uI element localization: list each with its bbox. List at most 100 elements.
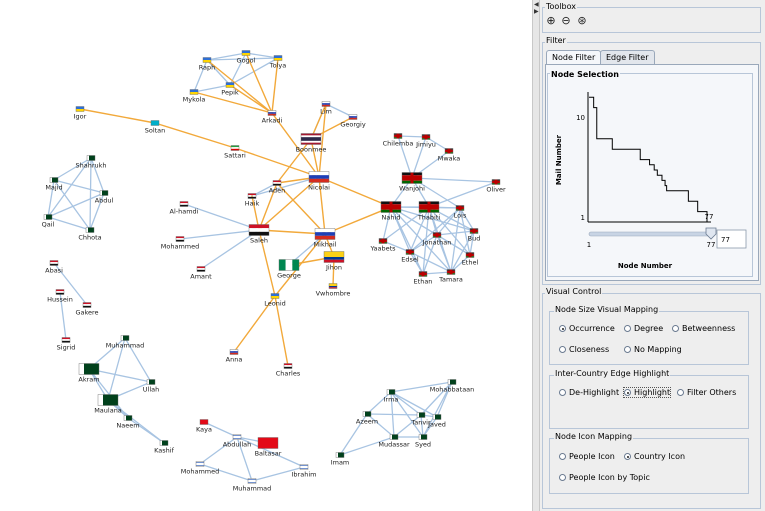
intra-country-edge-tanvir-mudassar[interactable] [393,414,422,438]
inter-country-edge-arkadi-tolya[interactable] [271,57,279,114]
node-abdul[interactable]: Abdul [95,190,114,205]
node-muhammad1[interactable]: Muhammad [106,335,145,350]
inter-country-edge-nicolai-lim[interactable] [318,103,327,178]
node-mohammed2[interactable]: Mohammed [181,461,219,476]
intra-country-edge-abdul-chhota[interactable] [89,192,105,231]
node-mykola[interactable]: Mykola [183,89,206,104]
node-nicolai[interactable]: Nicolai [308,171,330,192]
node-gogol[interactable]: Gogol [237,50,256,65]
intra-country-edge-majid-qail[interactable] [47,179,55,218]
radio-betweenness[interactable]: Betweenness [672,324,735,333]
radio-people-icon-by-topic-dot[interactable] [559,474,566,481]
node-irma[interactable]: Irma [384,389,399,404]
intra-country-edge-mohammed2-muhammad2[interactable] [199,463,253,482]
node-jimiyu[interactable]: Jimiyu [415,134,436,149]
inter-country-edge-leonid-anna[interactable] [233,295,276,353]
intra-country-edge-maulana-kashif[interactable] [107,399,165,444]
node-maulana[interactable]: Maulana [94,394,122,415]
node-nahid[interactable]: Nahid [380,201,402,222]
node-igor[interactable]: Igor [74,106,87,121]
radio-de-highlight[interactable]: De-Highlight [559,388,619,397]
inter-country-edge-saleh-aden[interactable] [258,182,278,231]
node-oliver[interactable]: Oliver [486,179,506,194]
intra-country-edge-abdul-qail[interactable] [47,192,105,218]
inter-country-edge-igor-soltan[interactable] [79,108,156,124]
intra-country-edge-raph-gogol[interactable] [206,52,247,61]
intra-country-edge-muhammad1-ullah[interactable] [124,337,152,383]
inter-country-edge-mikhail-aden[interactable] [276,182,326,235]
node-ethel[interactable]: Ethel [462,252,479,267]
tab-edge-filter[interactable]: Edge Filter [600,50,655,64]
node-chhota[interactable]: Chhota [78,227,102,242]
inter-country-edge-mikhail-saleh[interactable] [258,229,326,235]
node-sattari[interactable]: Sattari [224,145,246,160]
node-bud[interactable]: Bud [468,228,481,243]
intra-country-edge-jonathan-edsel[interactable] [409,234,438,253]
node-boonmee[interactable]: Boonmee [296,133,327,154]
radio-people-icon[interactable]: People Icon [559,452,615,461]
intra-country-edge-tanvir-syed[interactable] [420,414,424,438]
intra-country-edge-lois-tamara[interactable] [450,207,461,273]
inter-country-edge-aden-boonmee[interactable] [276,138,312,184]
intra-country-edge-tanvir-azeem[interactable] [366,413,422,416]
radio-de-highlight-dot[interactable] [559,389,566,396]
node-abdullah[interactable]: Abdullah [223,434,252,449]
intra-country-edge-pepik-mykola[interactable] [193,84,231,93]
intra-country-edge-ethel-tamara[interactable] [450,254,471,273]
intra-country-edge-shahrukh-abdul[interactable] [90,157,105,194]
intra-country-edge-jonathan-ethan[interactable] [422,234,438,275]
node-chilemba[interactable]: Chilemba [383,133,414,148]
intra-country-edge-kaya-abdullah[interactable] [203,421,238,438]
inter-country-edge-nicolai-boonmee[interactable] [310,138,320,178]
intra-country-edge-oliver-thabiti[interactable] [428,181,497,208]
intra-country-edge-abdullah-ibrahim[interactable] [236,436,305,468]
node-yaabets[interactable]: Yaabets [369,238,396,253]
intra-country-edge-gogol-tolya[interactable] [245,52,279,59]
inter-country-edge-arkadi-mykola[interactable] [193,91,273,114]
inter-country-edge-sattari-nicolai[interactable] [234,147,320,178]
node-sigrid[interactable]: Sigrid [57,337,76,352]
node-charles[interactable]: Charles [276,363,301,378]
node-ullah[interactable]: Ullah [143,379,159,394]
zoom-fit-icon[interactable]: ⊛ [577,14,587,27]
node-javed[interactable]: Javed [427,414,446,429]
intra-country-edge-jonathan-tamara[interactable] [436,234,452,273]
node-aden[interactable]: Aden [269,180,286,195]
intra-country-edge-javed-syed[interactable] [422,416,438,438]
inter-country-edge-arkadi-raph[interactable] [206,59,273,114]
node-lim[interactable]: Lim [320,101,332,116]
intra-country-edge-yaabets-edsel[interactable] [382,240,411,253]
node-mohabbataan[interactable]: Mohabbataan [430,379,475,394]
node-georgiy[interactable]: Georgiy [340,114,366,129]
zoom-out-icon[interactable]: ⊖ [561,14,571,27]
node-leonid[interactable]: Leonid [264,293,286,308]
intra-country-edge-jonathan-ethel[interactable] [436,234,471,256]
radio-degree-dot[interactable] [624,325,631,332]
intra-country-edge-thabiti-ethel[interactable] [428,206,471,256]
intra-country-edge-mohabbataan-syed[interactable] [422,381,453,438]
intra-country-edge-lois-jonathan[interactable] [436,207,461,236]
radio-degree[interactable]: Degree [624,324,663,333]
intra-country-edge-alhamdi-saleh[interactable] [183,203,260,231]
node-haik[interactable]: Haik [245,193,260,208]
intra-country-edge-irma-tanvir[interactable] [390,391,422,416]
intra-country-edge-mohammed1-saleh[interactable] [179,229,260,240]
intra-country-edge-muhammad2-ibrahim[interactable] [251,466,305,482]
node-pepik[interactable]: Pepik [221,82,239,97]
inter-country-edge-nicolai-nahid[interactable] [318,176,392,208]
intra-country-edge-nahid-ethan[interactable] [390,206,424,275]
intra-country-edge-haik-nicolai[interactable] [251,176,320,197]
node-syed[interactable]: Syed [415,434,431,449]
intra-country-edge-shahrukh-qail[interactable] [47,157,92,218]
node-hussein[interactable]: Hussein [47,289,73,304]
node-baltasar[interactable]: Baltasar [255,437,282,458]
intra-country-edge-azeem-imam[interactable] [339,413,368,456]
intra-country-edge-muhammad1-maulana[interactable] [107,337,126,401]
intra-country-edge-raph-mykola[interactable] [193,59,208,93]
node-soltan[interactable]: Soltan [145,120,166,135]
node-ibrahim[interactable]: Ibrahim [292,464,317,479]
node-mwaka[interactable]: Mwaka [438,148,461,163]
node-vwhombre[interactable]: Vwhombre [316,283,351,298]
node-tamara[interactable]: Tamara [438,269,463,284]
